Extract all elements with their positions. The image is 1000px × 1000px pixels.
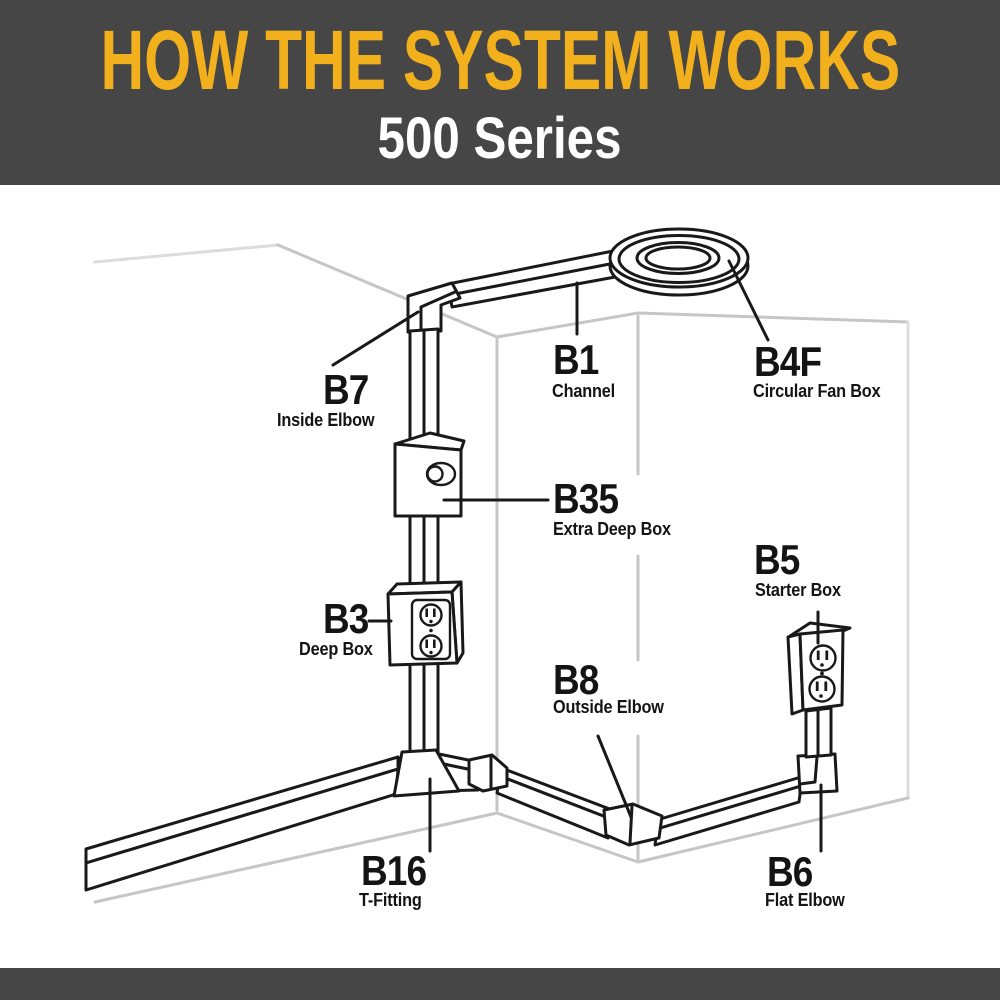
corner-channel	[432, 751, 617, 840]
outside-elbow-b8	[602, 802, 664, 847]
ceiling-channel-b1	[446, 249, 628, 309]
wall-channel	[408, 327, 440, 756]
part-code-b5: B5	[754, 536, 800, 583]
part-code-b3: B3	[323, 595, 369, 642]
header-subtitle: 500 Series	[378, 105, 622, 171]
inside-elbow-b7	[406, 281, 462, 334]
part-name-b16: T-Fitting	[359, 889, 422, 910]
part-name-b4f: Circular Fan Box	[753, 380, 881, 401]
deep-box-b3	[386, 580, 465, 667]
part-name-b3: Deep Box	[299, 638, 373, 659]
leader-b7	[331, 310, 420, 367]
part-code-b16: B16	[361, 847, 427, 894]
part-name-b35: Extra Deep Box	[553, 518, 671, 539]
part-name-b6: Flat Elbow	[765, 889, 845, 910]
raceway-system	[84, 227, 852, 892]
part-name-b5: Starter Box	[755, 579, 841, 600]
part-code-b6: B6	[767, 848, 813, 895]
part-name-b8: Outside Elbow	[553, 696, 664, 717]
part-code-b4f: B4F	[754, 338, 822, 385]
header-title: HOW THE SYSTEM WORKS	[100, 12, 900, 107]
circular-fan-box-b4f	[608, 227, 750, 297]
leader-lines	[331, 259, 823, 853]
part-code-b7: B7	[323, 366, 369, 413]
header-banner: HOW THE SYSTEM WORKS 500 Series	[0, 0, 1000, 185]
part-code-b8: B8	[553, 656, 599, 703]
part-name-b7: Inside Elbow	[277, 409, 375, 430]
leader-b4f	[727, 259, 770, 342]
t-fitting-b16	[392, 748, 461, 798]
raceway-diagram	[84, 227, 910, 904]
footer-bar	[0, 968, 1000, 1000]
starter-box-b5	[786, 621, 852, 759]
part-code-b1: B1	[553, 336, 599, 383]
extra-deep-box-b35	[393, 431, 466, 518]
part-name-b1: Channel	[552, 380, 616, 401]
leader-b8	[596, 734, 633, 819]
part-code-b35: B35	[553, 475, 619, 522]
baseboard-channel-right	[653, 775, 803, 847]
flat-elbow-b6	[796, 752, 839, 795]
